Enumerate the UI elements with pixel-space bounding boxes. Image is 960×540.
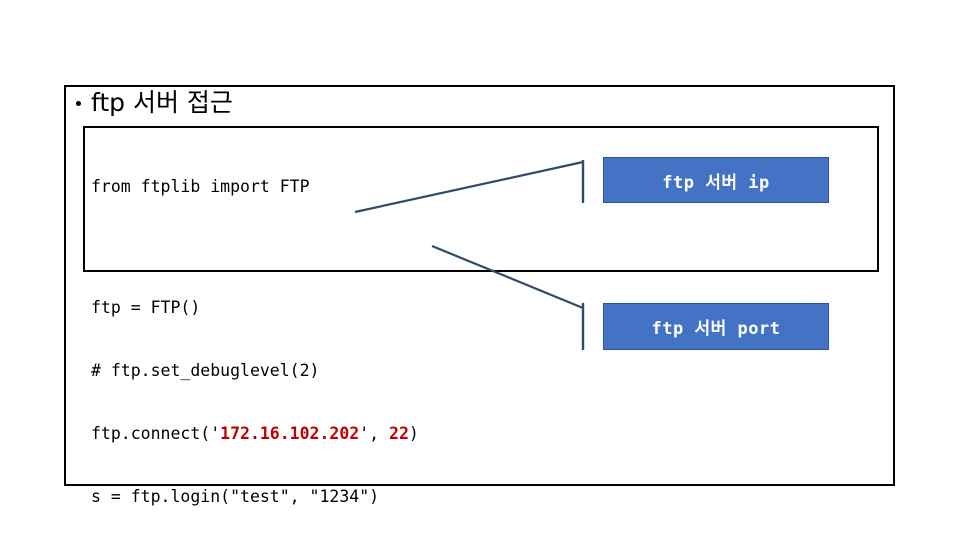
page-title: ftp 서버 접근 — [64, 82, 564, 122]
code-line: # ftp.set_debuglevel(2) — [91, 360, 419, 381]
code-segment: ) — [408, 424, 419, 443]
code-line: from ftplib import FTP — [91, 176, 419, 197]
code-line: ftp.connect('172.16.102.202', 22) — [91, 423, 419, 444]
code-segment: s = ftp.login("test", "1234") — [91, 487, 380, 506]
code-segment: # ftp.set_debuglevel(2) — [91, 361, 320, 380]
callout-ftp-server-ip-label: ftp 서버 ip — [662, 172, 770, 193]
code-segment: ftp.connect(' — [91, 424, 221, 443]
code-segment: from ftplib import FTP — [91, 177, 310, 196]
callout-ftp-server-ip: ftp 서버 ip — [603, 157, 829, 203]
code-segment-port-literal: 22 — [389, 424, 409, 443]
code-lines: from ftplib import FTP ftp = FTP() # ftp… — [91, 134, 419, 540]
code-line: s = ftp.login("test", "1234") — [91, 486, 419, 507]
callout-ftp-server-port-label: ftp 서버 port — [651, 319, 781, 339]
code-segment: ftp = FTP() — [91, 298, 201, 317]
code-line: ftp = FTP() — [91, 297, 419, 318]
callout-ftp-server-port: ftp 서버 port — [603, 303, 829, 350]
code-segment-ip-literal: 172.16.102.202 — [220, 424, 360, 443]
code-line-blank — [91, 239, 419, 255]
bullet-icon — [76, 100, 81, 106]
code-segment: ', — [359, 424, 390, 443]
page-title-label: ftp 서버 접근 — [91, 87, 233, 117]
